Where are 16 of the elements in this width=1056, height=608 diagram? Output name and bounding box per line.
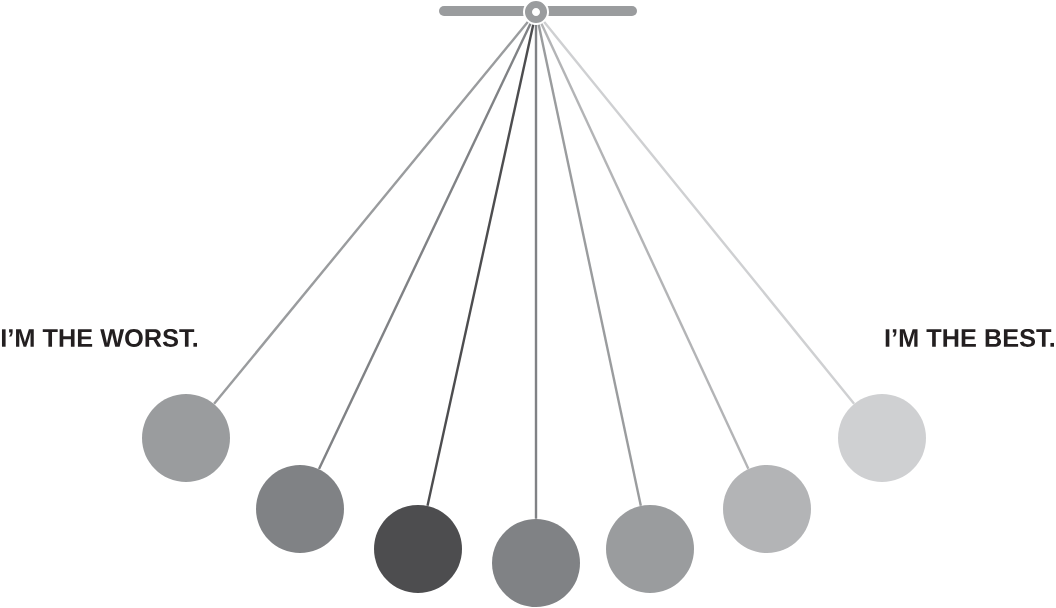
pendulum-ball bbox=[606, 505, 694, 593]
pendulum-string bbox=[317, 23, 532, 470]
pendulum-ball bbox=[838, 394, 926, 482]
pendulum-string bbox=[534, 25, 538, 519]
pendulum-string bbox=[426, 24, 535, 507]
side-label: I’M THE BEST. bbox=[885, 329, 1054, 347]
pendulum-string bbox=[543, 21, 856, 405]
pendulum-string bbox=[213, 21, 529, 405]
pendulum-ball bbox=[723, 465, 811, 553]
pendulum-string bbox=[537, 24, 642, 506]
pendulum-ball bbox=[374, 505, 462, 593]
side-label: I’M THE WORST. bbox=[1, 329, 197, 347]
pendulum-ball bbox=[492, 519, 580, 607]
pendulum-string bbox=[540, 23, 750, 470]
pendulum-ball bbox=[256, 465, 344, 553]
pendulum-ball bbox=[142, 394, 230, 482]
